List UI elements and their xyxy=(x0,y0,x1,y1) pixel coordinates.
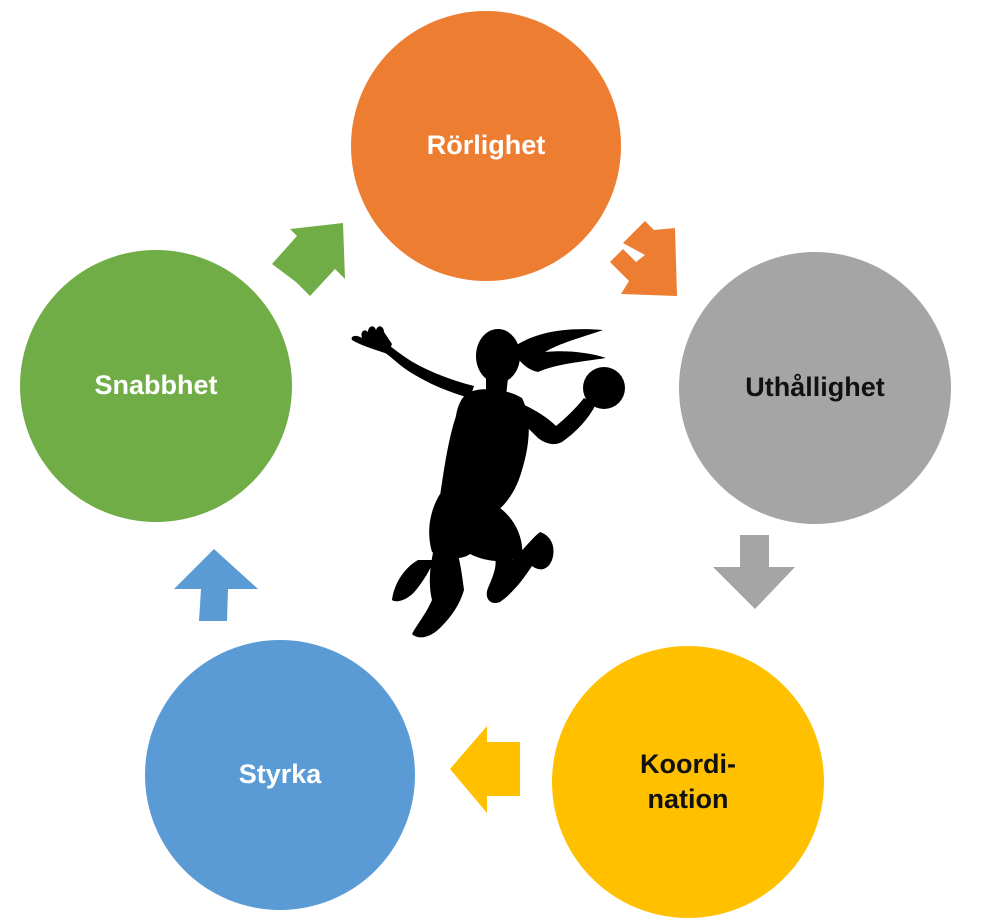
node-snabbhet: Snabbhet xyxy=(20,250,292,522)
arrow-rorlighet-to-uthallighet xyxy=(610,221,677,296)
node-uthallighet: Uthållighet xyxy=(679,252,951,524)
arrow-snabbhet-to-rorlighet xyxy=(272,223,345,296)
arrow-uthallighet-to-koordination xyxy=(713,535,795,609)
node-koordination: Koordi- nation xyxy=(552,646,824,918)
node-label-uthallighet: Uthållighet xyxy=(745,372,885,403)
arrow-styrka-to-snabbhet xyxy=(174,549,258,621)
node-label-rorlighet: Rörlighet xyxy=(426,130,546,161)
arrow-koordination-to-styrka xyxy=(450,726,520,813)
node-label-koordination: Koordi- nation xyxy=(640,748,736,814)
node-label-styrka: Styrka xyxy=(238,759,322,790)
node-rorlighet: Rörlighet xyxy=(351,11,621,281)
node-styrka: Styrka xyxy=(145,640,415,910)
node-label-snabbhet: Snabbhet xyxy=(94,370,218,401)
